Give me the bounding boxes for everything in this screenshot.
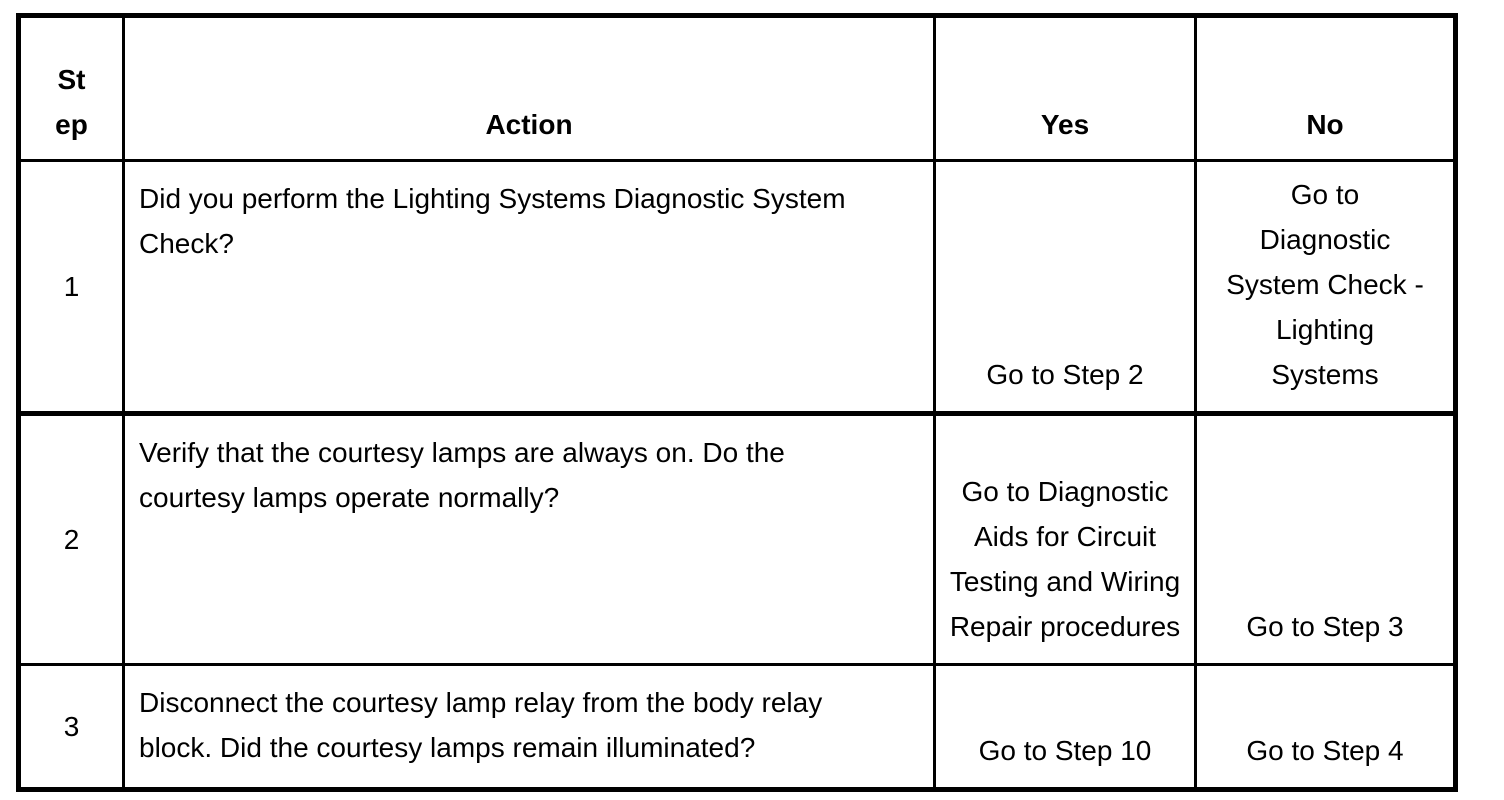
action-text: Did you perform the Lighting Systems Dia… — [139, 183, 846, 259]
header-action: Action — [122, 14, 936, 162]
yes-cell: Go to Step 10 — [933, 663, 1197, 791]
action-cell: Disconnect the courtesy lamp relay from … — [122, 663, 936, 791]
step-number: 2 — [63, 524, 80, 555]
header-step-label: St ep — [55, 64, 88, 140]
no-text: Go to Step 4 — [1246, 735, 1404, 766]
yes-text: Go to Diagnostic Aids for Circuit Testin… — [949, 476, 1181, 642]
yes-text: Go to Step 10 — [978, 735, 1152, 766]
yes-cell: Go to Step 2 — [933, 159, 1197, 416]
header-no-label: No — [1306, 109, 1344, 140]
yes-cell: Go to Diagnostic Aids for Circuit Testin… — [933, 412, 1197, 666]
header-no: No — [1194, 14, 1457, 162]
action-text: Disconnect the courtesy lamp relay from … — [139, 687, 823, 763]
no-cell: Go to Diagnostic System Check - Lighting… — [1194, 159, 1457, 416]
table-row: 1 Did you perform the Lighting Systems D… — [17, 159, 1457, 416]
header-step: St ep — [17, 14, 125, 162]
no-text: Go to Step 3 — [1246, 611, 1404, 642]
step-cell: 1 — [17, 159, 125, 416]
step-cell: 3 — [17, 663, 125, 791]
no-text: Go to Diagnostic System Check - Lighting… — [1226, 179, 1424, 390]
action-cell: Verify that the courtesy lamps are alway… — [122, 412, 936, 666]
no-cell: Go to Step 4 — [1194, 663, 1457, 791]
header-yes: Yes — [933, 14, 1197, 162]
table-row: 2 Verify that the courtesy lamps are alw… — [17, 412, 1457, 666]
step-number: 3 — [63, 711, 80, 742]
header-action-label: Action — [485, 109, 573, 140]
table-row: 3 Disconnect the courtesy lamp relay fro… — [17, 663, 1457, 791]
header-yes-label: Yes — [1040, 109, 1090, 140]
step-cell: 2 — [17, 412, 125, 666]
table-header-row: St ep Action Yes No — [17, 14, 1457, 162]
step-number: 1 — [63, 271, 80, 302]
no-cell: Go to Step 3 — [1194, 412, 1457, 666]
diagnostic-steps-table: St ep Action Yes No 1 Did you perform th… — [16, 13, 1458, 792]
yes-text: Go to Step 2 — [986, 359, 1144, 390]
action-cell: Did you perform the Lighting Systems Dia… — [122, 159, 936, 416]
action-text: Verify that the courtesy lamps are alway… — [139, 437, 785, 513]
